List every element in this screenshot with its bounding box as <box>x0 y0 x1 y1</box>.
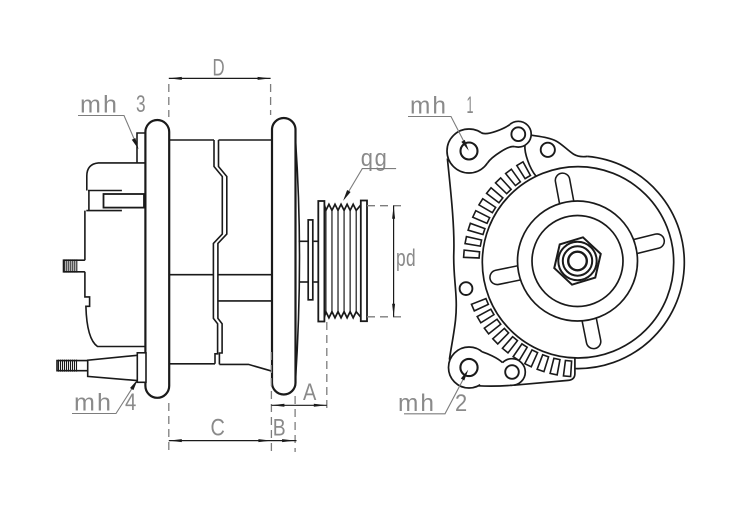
svg-text:B: B <box>273 415 288 442</box>
svg-text:4: 4 <box>125 389 138 416</box>
svg-text:D: D <box>213 55 227 82</box>
svg-text:2: 2 <box>455 390 469 417</box>
svg-text:mh: mh <box>398 390 436 417</box>
svg-text:1: 1 <box>467 92 475 119</box>
svg-text:3: 3 <box>136 91 147 118</box>
svg-text:mh: mh <box>74 390 113 417</box>
svg-text:A: A <box>303 379 318 406</box>
svg-text:C: C <box>211 415 227 442</box>
svg-text:mh: mh <box>80 92 119 119</box>
svg-text:pd: pd <box>396 245 416 272</box>
svg-text:qg: qg <box>361 145 389 172</box>
svg-text:mh: mh <box>410 93 448 120</box>
